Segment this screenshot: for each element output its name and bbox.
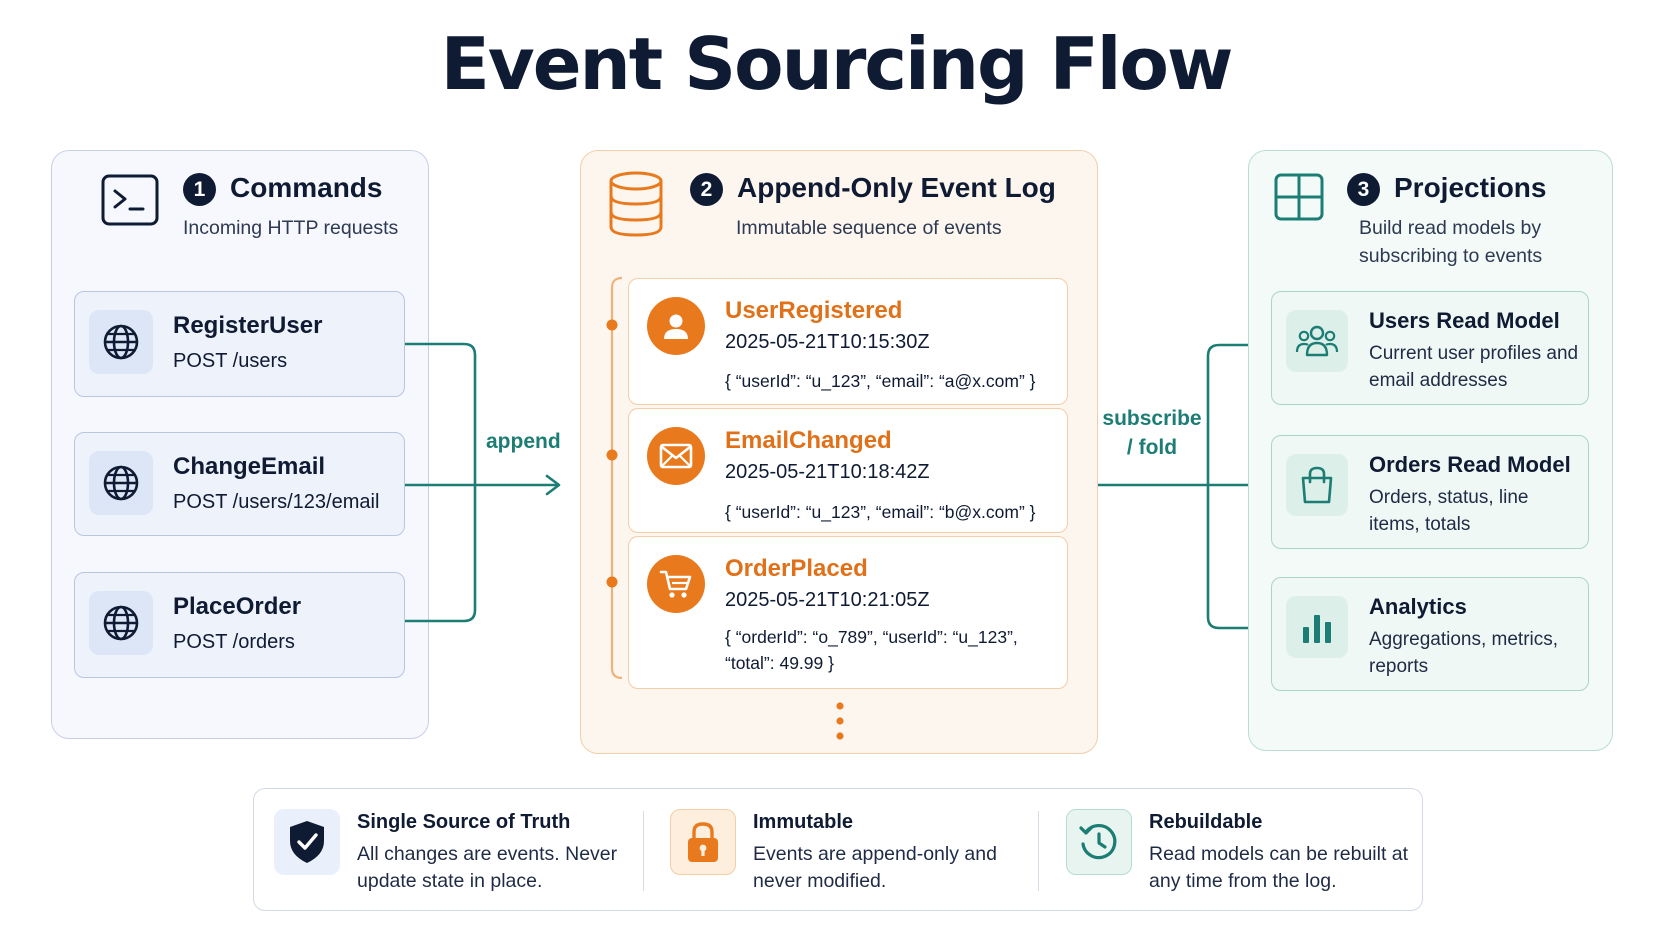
user-icon: [647, 297, 705, 355]
projection-card-users[interactable]: Users Read Model Current user profiles a…: [1271, 291, 1589, 405]
event-card-email-changed[interactable]: EmailChanged 2025-05-21T10:18:42Z { “use…: [628, 408, 1068, 533]
event-name: OrderPlaced: [725, 555, 868, 582]
event-timestamp: 2025-05-21T10:18:42Z: [725, 461, 930, 483]
event-timestamp: 2025-05-21T10:21:05Z: [725, 589, 930, 611]
principles-bar: Single Source of Truth All changes are e…: [253, 788, 1423, 911]
projection-card-orders[interactable]: Orders Read Model Orders, status, line i…: [1271, 435, 1589, 549]
divider: [1038, 811, 1039, 891]
feature-description: Events are append-only and never modifie…: [753, 843, 997, 892]
history-icon: [1066, 809, 1132, 875]
projections-title: Projections: [1394, 172, 1547, 203]
more-events-ellipsis-icon: [836, 702, 844, 740]
subscribe-fold-label: subscribe / fold: [1102, 407, 1202, 459]
event-card-order-placed[interactable]: OrderPlaced 2025-05-21T10:21:05Z { “orde…: [628, 536, 1068, 689]
grid-icon: [1274, 173, 1324, 221]
event-timestamp: 2025-05-21T10:15:30Z: [725, 331, 930, 353]
envelope-icon: [647, 427, 705, 485]
step-badge-3: 3: [1347, 173, 1380, 206]
projection-description: Aggregations, metrics, reports: [1369, 629, 1559, 677]
shield-check-icon: [274, 809, 340, 875]
bar-chart-icon: [1286, 596, 1348, 658]
projection-description: Orders, status, line items, totals: [1369, 487, 1529, 535]
feature-description: All changes are events. Never update sta…: [357, 843, 618, 892]
command-card-register-user[interactable]: RegisterUser POST /users: [74, 291, 405, 397]
projections-subtitle: Build read models by subscribing to even…: [1359, 217, 1543, 267]
command-path: POST /orders: [173, 631, 295, 653]
feature-immutable: Immutable Events are append-only and nev…: [650, 789, 1040, 912]
feature-title: Rebuildable: [1149, 811, 1263, 833]
command-path: POST /users: [173, 350, 288, 372]
commands-subtitle: Incoming HTTP requests: [183, 217, 399, 239]
projection-card-analytics[interactable]: Analytics Aggregations, metrics, reports: [1271, 577, 1589, 691]
command-name: ChangeEmail: [173, 453, 326, 480]
event-card-user-registered[interactable]: UserRegistered 2025-05-21T10:15:30Z { “u…: [628, 278, 1068, 405]
terminal-icon: [101, 174, 159, 226]
event-log-subtitle: Immutable sequence of events: [736, 217, 1002, 239]
lock-icon: [670, 809, 736, 875]
feature-description: Read models can be rebuilt at any time f…: [1149, 843, 1409, 892]
event-name: UserRegistered: [725, 297, 903, 324]
feature-title: Single Source of Truth: [357, 811, 571, 833]
projection-description: Current user profiles and email addresse…: [1369, 343, 1579, 391]
shopping-bag-icon: [1286, 454, 1348, 516]
page-title: Event Sourcing Flow: [440, 22, 1234, 106]
feature-rebuildable: Rebuildable Read models can be rebuilt a…: [1046, 789, 1424, 912]
event-payload: { “orderId”: “o_789”, “userId”: “u_123”,…: [725, 627, 1018, 673]
command-name: RegisterUser: [173, 312, 323, 339]
globe-icon: [89, 451, 153, 515]
commands-title: Commands: [230, 172, 383, 203]
projection-name: Users Read Model: [1369, 308, 1560, 333]
event-log-title: Append-Only Event Log: [737, 172, 1056, 203]
feature-title: Immutable: [753, 811, 854, 833]
globe-icon: [89, 310, 153, 374]
database-icon: [609, 171, 663, 237]
event-payload: { “userId”: “u_123”, “email”: “a@x.com” …: [725, 371, 1036, 391]
command-path: POST /users/123/email: [173, 491, 380, 513]
feature-single-source-of-truth: Single Source of Truth All changes are e…: [254, 789, 644, 912]
command-card-place-order[interactable]: PlaceOrder POST /orders: [74, 572, 405, 678]
event-payload: { “userId”: “u_123”, “email”: “b@x.com” …: [725, 502, 1036, 522]
cart-icon: [647, 555, 705, 613]
command-name: PlaceOrder: [173, 593, 302, 620]
step-badge-2: 2: [690, 173, 723, 206]
projection-name: Analytics: [1369, 594, 1467, 619]
users-icon: [1286, 310, 1348, 372]
append-label: append: [486, 430, 561, 453]
event-name: EmailChanged: [725, 427, 892, 454]
divider: [643, 811, 644, 891]
command-card-change-email[interactable]: ChangeEmail POST /users/123/email: [74, 432, 405, 536]
step-badge-1: 1: [183, 173, 216, 206]
timeline-rail: [606, 276, 623, 680]
projection-name: Orders Read Model: [1369, 452, 1571, 477]
globe-icon: [89, 591, 153, 655]
